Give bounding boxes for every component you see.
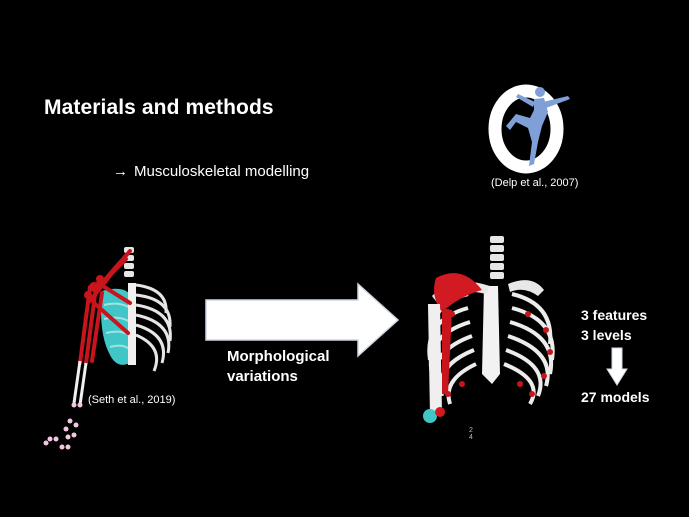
models-count: 27 models [581,389,650,405]
features-block: 3 features 3 levels [581,305,647,345]
arrow-label: Morphological variations [227,347,330,387]
left-model-citation: (Seth et al., 2019) [88,394,176,406]
opensim-logo-icon [488,84,570,174]
arrow-right-icon: → [113,163,128,180]
thorax-skeleton-model-icon [423,236,555,423]
bullet-item: → Musculoskeletal modelling [113,163,309,180]
slide-title: Materials and methods [44,96,274,119]
page-number-digit-2: 4 [469,434,473,441]
features-count: 3 features [581,307,648,323]
down-arrow-icon [606,347,628,386]
page-number-digit-1: 2 [469,427,473,434]
levels-count: 3 levels [581,327,632,343]
page-number: 2 4 [469,427,473,441]
arrow-label-line2: variations [227,368,298,385]
bullet-text: Musculoskeletal modelling [134,163,310,180]
shoulder-skeleton-model-icon [43,247,172,450]
arrow-label-line1: Morphological [227,348,330,365]
logo-citation: (Delp et al., 2007) [491,177,579,189]
right-arrow-icon [205,282,400,358]
